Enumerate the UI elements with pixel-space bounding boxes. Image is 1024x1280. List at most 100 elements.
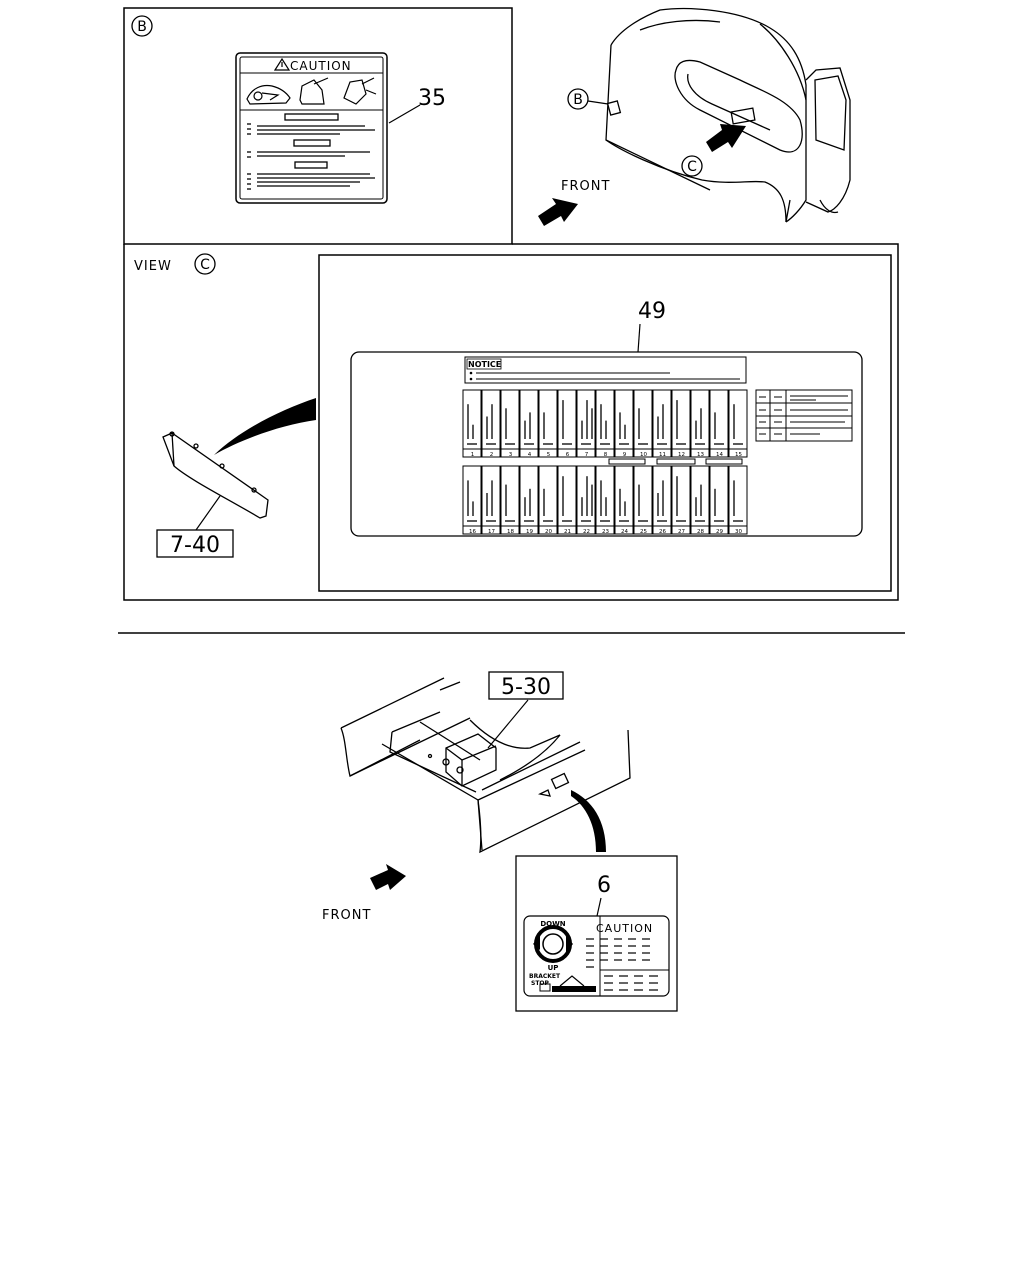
fuse-slot: 12 (671, 389, 691, 458)
fuse-slot: 14 (709, 389, 729, 458)
fuse-number: 11 (659, 452, 666, 458)
fuse-slot: 30 (728, 465, 748, 535)
cab-open-pictogram-icon (343, 77, 377, 105)
decal-6-title: CAUTION (596, 922, 653, 935)
fuse-slot: 9 (614, 389, 634, 458)
fuse-slot: 16 (462, 465, 482, 535)
fuse-number: 13 (697, 452, 704, 458)
fuse-number: 29 (716, 529, 723, 535)
ref-7-40-callout: 7-40 (156, 495, 234, 558)
fuse-number: 19 (526, 529, 533, 535)
decal-6-text-dashes (586, 938, 658, 991)
fuse-number: 28 (697, 529, 704, 535)
fuse-number: 14 (716, 452, 723, 458)
fuse-slot: 27 (671, 465, 691, 535)
view-c-word: VIEW (134, 259, 172, 274)
fuse-number: 20 (545, 529, 552, 535)
fuse-number: 16 (469, 529, 476, 535)
fuse-slot: 4 (519, 389, 539, 458)
decal-6-down: DOWN (540, 920, 565, 928)
fuse-slot: 21 (557, 465, 577, 535)
part-number-49: 49 (638, 299, 666, 324)
cab-tilt-pictogram-icon (299, 77, 329, 105)
frame-rail-illustration (340, 677, 631, 854)
fuse-middle-bars (608, 458, 743, 465)
ref-5-30-callout: 5-30 (487, 671, 564, 749)
front-label-bottom: FRONT (322, 908, 371, 923)
fuse-box-cover (162, 431, 269, 519)
fuse-slot: 29 (709, 465, 729, 535)
cab-illustration (605, 7, 851, 223)
view-c-heading: VIEW C (134, 253, 216, 275)
vehicle-pictogram-icon (246, 84, 291, 105)
fuse-number: 9 (623, 452, 627, 458)
fuse-number: 3 (509, 452, 513, 458)
fuse-slot: 17 (481, 465, 501, 535)
decal-35-text-lines (247, 113, 375, 190)
fuse-slot: 1 (462, 389, 482, 458)
view-c-arrow-icon (706, 124, 746, 152)
fuse-slot: 28 (690, 465, 710, 535)
view-b-marker: B (131, 15, 153, 37)
view-c-small-letter: C (687, 159, 697, 175)
fuse-number: 17 (488, 529, 495, 535)
fuse-slot: 13 (690, 389, 710, 458)
front-arrow-bottom-icon (370, 864, 406, 890)
jack-rotation-icon (533, 925, 573, 963)
caution-decal-35-title: CAUTION (290, 59, 352, 73)
front-direction-bottom: FRONT (322, 864, 406, 923)
jack-stand-icon (539, 975, 596, 992)
warning-triangle-icon (273, 57, 291, 71)
fuse-slot: 25 (633, 465, 653, 535)
fuse-number: 27 (678, 529, 685, 535)
fuse-number: 24 (621, 529, 628, 535)
fuse-number: 5 (547, 452, 551, 458)
fuse-slot: 11 (652, 389, 672, 458)
decal-6-bracket: BRACKET (529, 973, 561, 980)
fuse-number: 8 (604, 452, 608, 458)
fuse-number: 15 (735, 452, 742, 458)
front-direction-top: FRONT (538, 179, 610, 226)
part-number-35: 35 (418, 86, 446, 111)
fuse-number: 23 (602, 529, 609, 535)
fuse-slot: 10 (633, 389, 653, 458)
fuse-slot: 18 (500, 465, 520, 535)
fuse-number: 18 (507, 529, 514, 535)
fuse-slot: 7 (576, 389, 596, 458)
decal-6-up: UP (548, 964, 559, 972)
fuse-slot: 20 (538, 465, 558, 535)
view-b-small-letter: B (573, 92, 583, 108)
fuse-number: 6 (566, 452, 570, 458)
front-arrow-top-icon (538, 198, 578, 226)
fuse-number: 7 (585, 452, 589, 458)
fuse-number: 12 (678, 452, 685, 458)
fuse-number: 26 (659, 529, 666, 535)
ref-5-30-text: 5-30 (501, 675, 551, 700)
fuse-number: 30 (735, 529, 742, 535)
view-c-callout-swoosh (214, 398, 316, 455)
relay-table (755, 389, 853, 442)
fuse-slot: 15 (728, 389, 748, 458)
view-c-letter: C (200, 257, 210, 273)
view-b-letter: B (137, 19, 147, 35)
fuse-number: 10 (640, 452, 647, 458)
fuse-slot: 8 (595, 389, 615, 458)
jack-caution-decal-6: 6 CAUTION DOWN UP BRACKET STOP (515, 855, 678, 1012)
fuse-number: 21 (564, 529, 571, 535)
front-label-top: FRONT (561, 179, 610, 194)
fuse-slot: 24 (614, 465, 634, 535)
decal-6-callout-swoosh (571, 790, 606, 852)
fuse-slot: 3 (500, 389, 520, 458)
view-b-pointer: B (567, 88, 609, 110)
fuse-number: 2 (490, 452, 494, 458)
fuse-slot: 5 (538, 389, 558, 458)
fuse-slot: 2 (481, 389, 501, 458)
fuse-number: 25 (640, 529, 647, 535)
part-number-6: 6 (597, 873, 611, 898)
upper-section-frame (123, 7, 899, 601)
fuse-slot: 19 (519, 465, 539, 535)
fuse-slot: 26 (652, 465, 672, 535)
